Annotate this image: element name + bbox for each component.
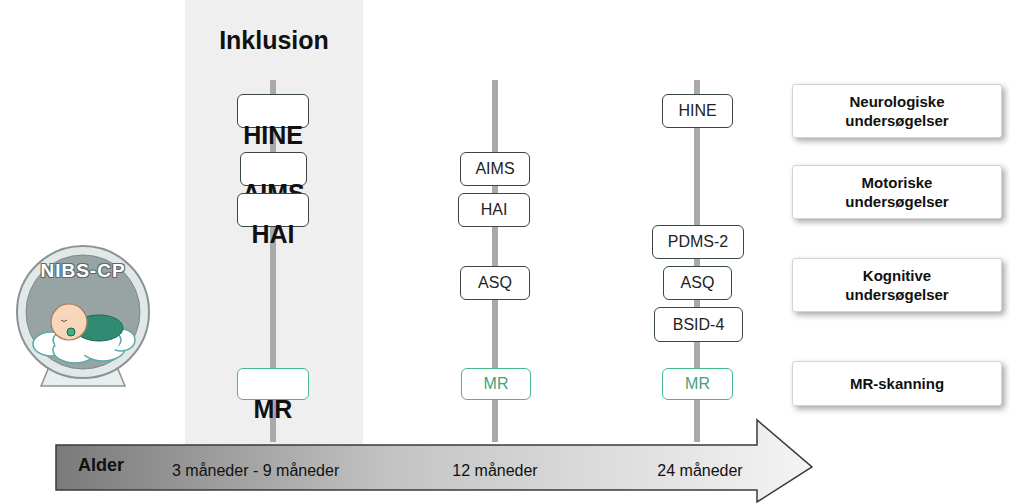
- assessment-box: ASQ: [663, 266, 732, 300]
- mri-box: MR: [662, 368, 733, 400]
- arrow-shape: [56, 420, 812, 502]
- baby-pacifier: [67, 328, 75, 336]
- arrow-graphic: [55, 416, 815, 503]
- mri-label: MR: [484, 375, 509, 393]
- category-box: Neurologiske undersøgelser: [792, 84, 1002, 138]
- category-label: Kognitive undersøgelser: [832, 266, 962, 304]
- assessment-label: HINE: [238, 121, 308, 150]
- assessment-box: HAI: [237, 193, 309, 227]
- category-box: Kognitive undersøgelser: [792, 258, 1002, 312]
- assessment-box: HAI: [458, 193, 530, 227]
- category-box: Motoriske undersøgelser: [792, 165, 1002, 219]
- age-label: Alder: [78, 455, 124, 475]
- assessment-label: BSID-4: [673, 316, 725, 334]
- mri-label: MR: [685, 375, 710, 393]
- category-box: MR-skanning: [792, 361, 1002, 406]
- inclusion-band: InklusionHINEAIMSHAIMR: [185, 0, 363, 445]
- study-logo: NIBS-CP: [15, 244, 151, 380]
- assessment-box: ASQ: [460, 266, 530, 300]
- age-label: 12 måneder: [452, 461, 537, 481]
- assessment-box: HINE: [237, 94, 309, 128]
- age-label: 24 måneder: [657, 461, 742, 481]
- assessment-label: ASQ: [478, 274, 512, 292]
- assessment-label: PDMS-2: [668, 233, 728, 251]
- category-label: MR-skanning: [850, 374, 944, 393]
- assessment-box: HINE: [662, 94, 733, 128]
- category-label: Motoriske undersøgelser: [832, 173, 962, 211]
- baby-head: [51, 304, 87, 340]
- assessment-label: AIMS: [475, 160, 514, 178]
- assessment-box: AIMS: [460, 152, 530, 186]
- assessment-box: AIMS: [240, 152, 307, 186]
- age-timeline-arrow: Alder 3 måneder - 9 måneder 12 måneder 24 m…: [55, 416, 815, 503]
- assessment-label: HINE: [678, 102, 716, 120]
- assessment-label: ASQ: [681, 274, 715, 292]
- age-label: 3 måneder - 9 måneder: [172, 461, 339, 481]
- assessment-label: HAI: [481, 201, 508, 219]
- assessment-label: HAI: [238, 220, 308, 249]
- mri-label: MR: [238, 395, 308, 424]
- mri-box: MR: [461, 368, 531, 400]
- baby-eye: [61, 320, 67, 322]
- assessment-box: BSID-4: [654, 307, 743, 342]
- mri-box: MR: [237, 368, 309, 400]
- band-heading: Inklusion: [185, 26, 363, 55]
- logo-text: NIBS-CP: [15, 260, 151, 282]
- assessment-box: PDMS-2: [652, 225, 744, 259]
- category-label: Neurologiske undersøgelser: [832, 92, 962, 130]
